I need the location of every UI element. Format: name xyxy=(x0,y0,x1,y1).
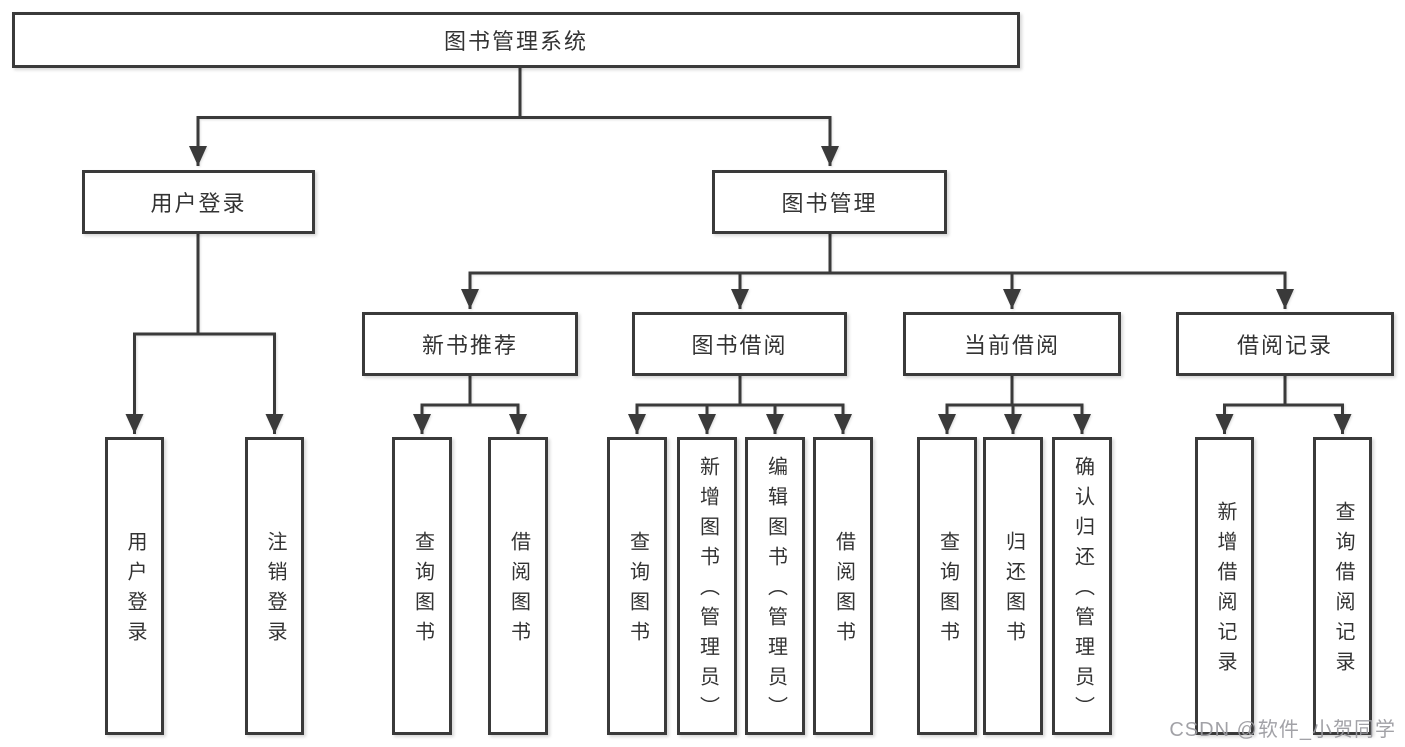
leaf-query-books-recommend: 查询图书 xyxy=(392,437,452,735)
node-root-label: 图书管理系统 xyxy=(443,29,588,54)
node-user-login-label: 用户登录 xyxy=(150,191,247,216)
leaf-user-login-label: 用户登录 xyxy=(124,531,146,651)
node-current-borrow: 当前借阅 xyxy=(903,312,1121,376)
leaf-add-book-admin: 新增图书（管理员） xyxy=(677,437,737,735)
node-book-management: 图书管理 xyxy=(712,170,947,234)
leaf-return-books-label: 归还图书 xyxy=(1002,531,1025,651)
node-borrow-record-label: 借阅记录 xyxy=(1236,333,1333,358)
leaf-add-book-admin-label: 新增图书（管理员） xyxy=(696,456,719,726)
leaf-confirm-return-admin-label: 确认归还（管理员） xyxy=(1071,456,1094,726)
leaf-user-login: 用户登录 xyxy=(105,437,164,735)
node-borrow-record: 借阅记录 xyxy=(1176,312,1394,376)
node-current-borrow-label: 当前借阅 xyxy=(963,333,1060,358)
leaf-borrow-books-recommend-label: 借阅图书 xyxy=(507,531,530,651)
leaf-query-books-borrow: 查询图书 xyxy=(607,437,667,735)
leaf-add-borrow-record: 新增借阅记录 xyxy=(1195,437,1254,735)
leaf-query-borrow-record-label: 查询借阅记录 xyxy=(1332,501,1354,681)
leaf-return-books: 归还图书 xyxy=(983,437,1043,735)
leaf-add-borrow-record-label: 新增借阅记录 xyxy=(1214,501,1236,681)
node-root: 图书管理系统 xyxy=(12,12,1020,68)
leaf-edit-book-admin: 编辑图书（管理员） xyxy=(745,437,805,735)
leaf-query-books-borrow-label: 查询图书 xyxy=(626,531,649,651)
leaf-logout: 注销登录 xyxy=(245,437,304,735)
node-book-borrow-label: 图书借阅 xyxy=(691,333,788,358)
leaf-borrow-books-recommend: 借阅图书 xyxy=(488,437,548,735)
node-new-book-recommend-label: 新书推荐 xyxy=(421,333,518,358)
leaf-query-borrow-record: 查询借阅记录 xyxy=(1313,437,1372,735)
leaf-confirm-return-admin: 确认归还（管理员） xyxy=(1052,437,1112,735)
leaf-query-books-current: 查询图书 xyxy=(917,437,977,735)
node-user-login: 用户登录 xyxy=(82,170,315,234)
leaf-borrow-books: 借阅图书 xyxy=(813,437,873,735)
leaf-logout-label: 注销登录 xyxy=(264,531,286,651)
node-book-borrow: 图书借阅 xyxy=(632,312,847,376)
leaf-edit-book-admin-label: 编辑图书（管理员） xyxy=(764,456,787,726)
csdn-watermark: CSDN @软件_小贺同学 xyxy=(1169,719,1396,741)
node-new-book-recommend: 新书推荐 xyxy=(362,312,578,376)
leaf-query-books-current-label: 查询图书 xyxy=(936,531,959,651)
leaf-query-books-recommend-label: 查询图书 xyxy=(411,531,434,651)
node-book-management-label: 图书管理 xyxy=(781,191,878,216)
leaf-borrow-books-label: 借阅图书 xyxy=(832,531,855,651)
